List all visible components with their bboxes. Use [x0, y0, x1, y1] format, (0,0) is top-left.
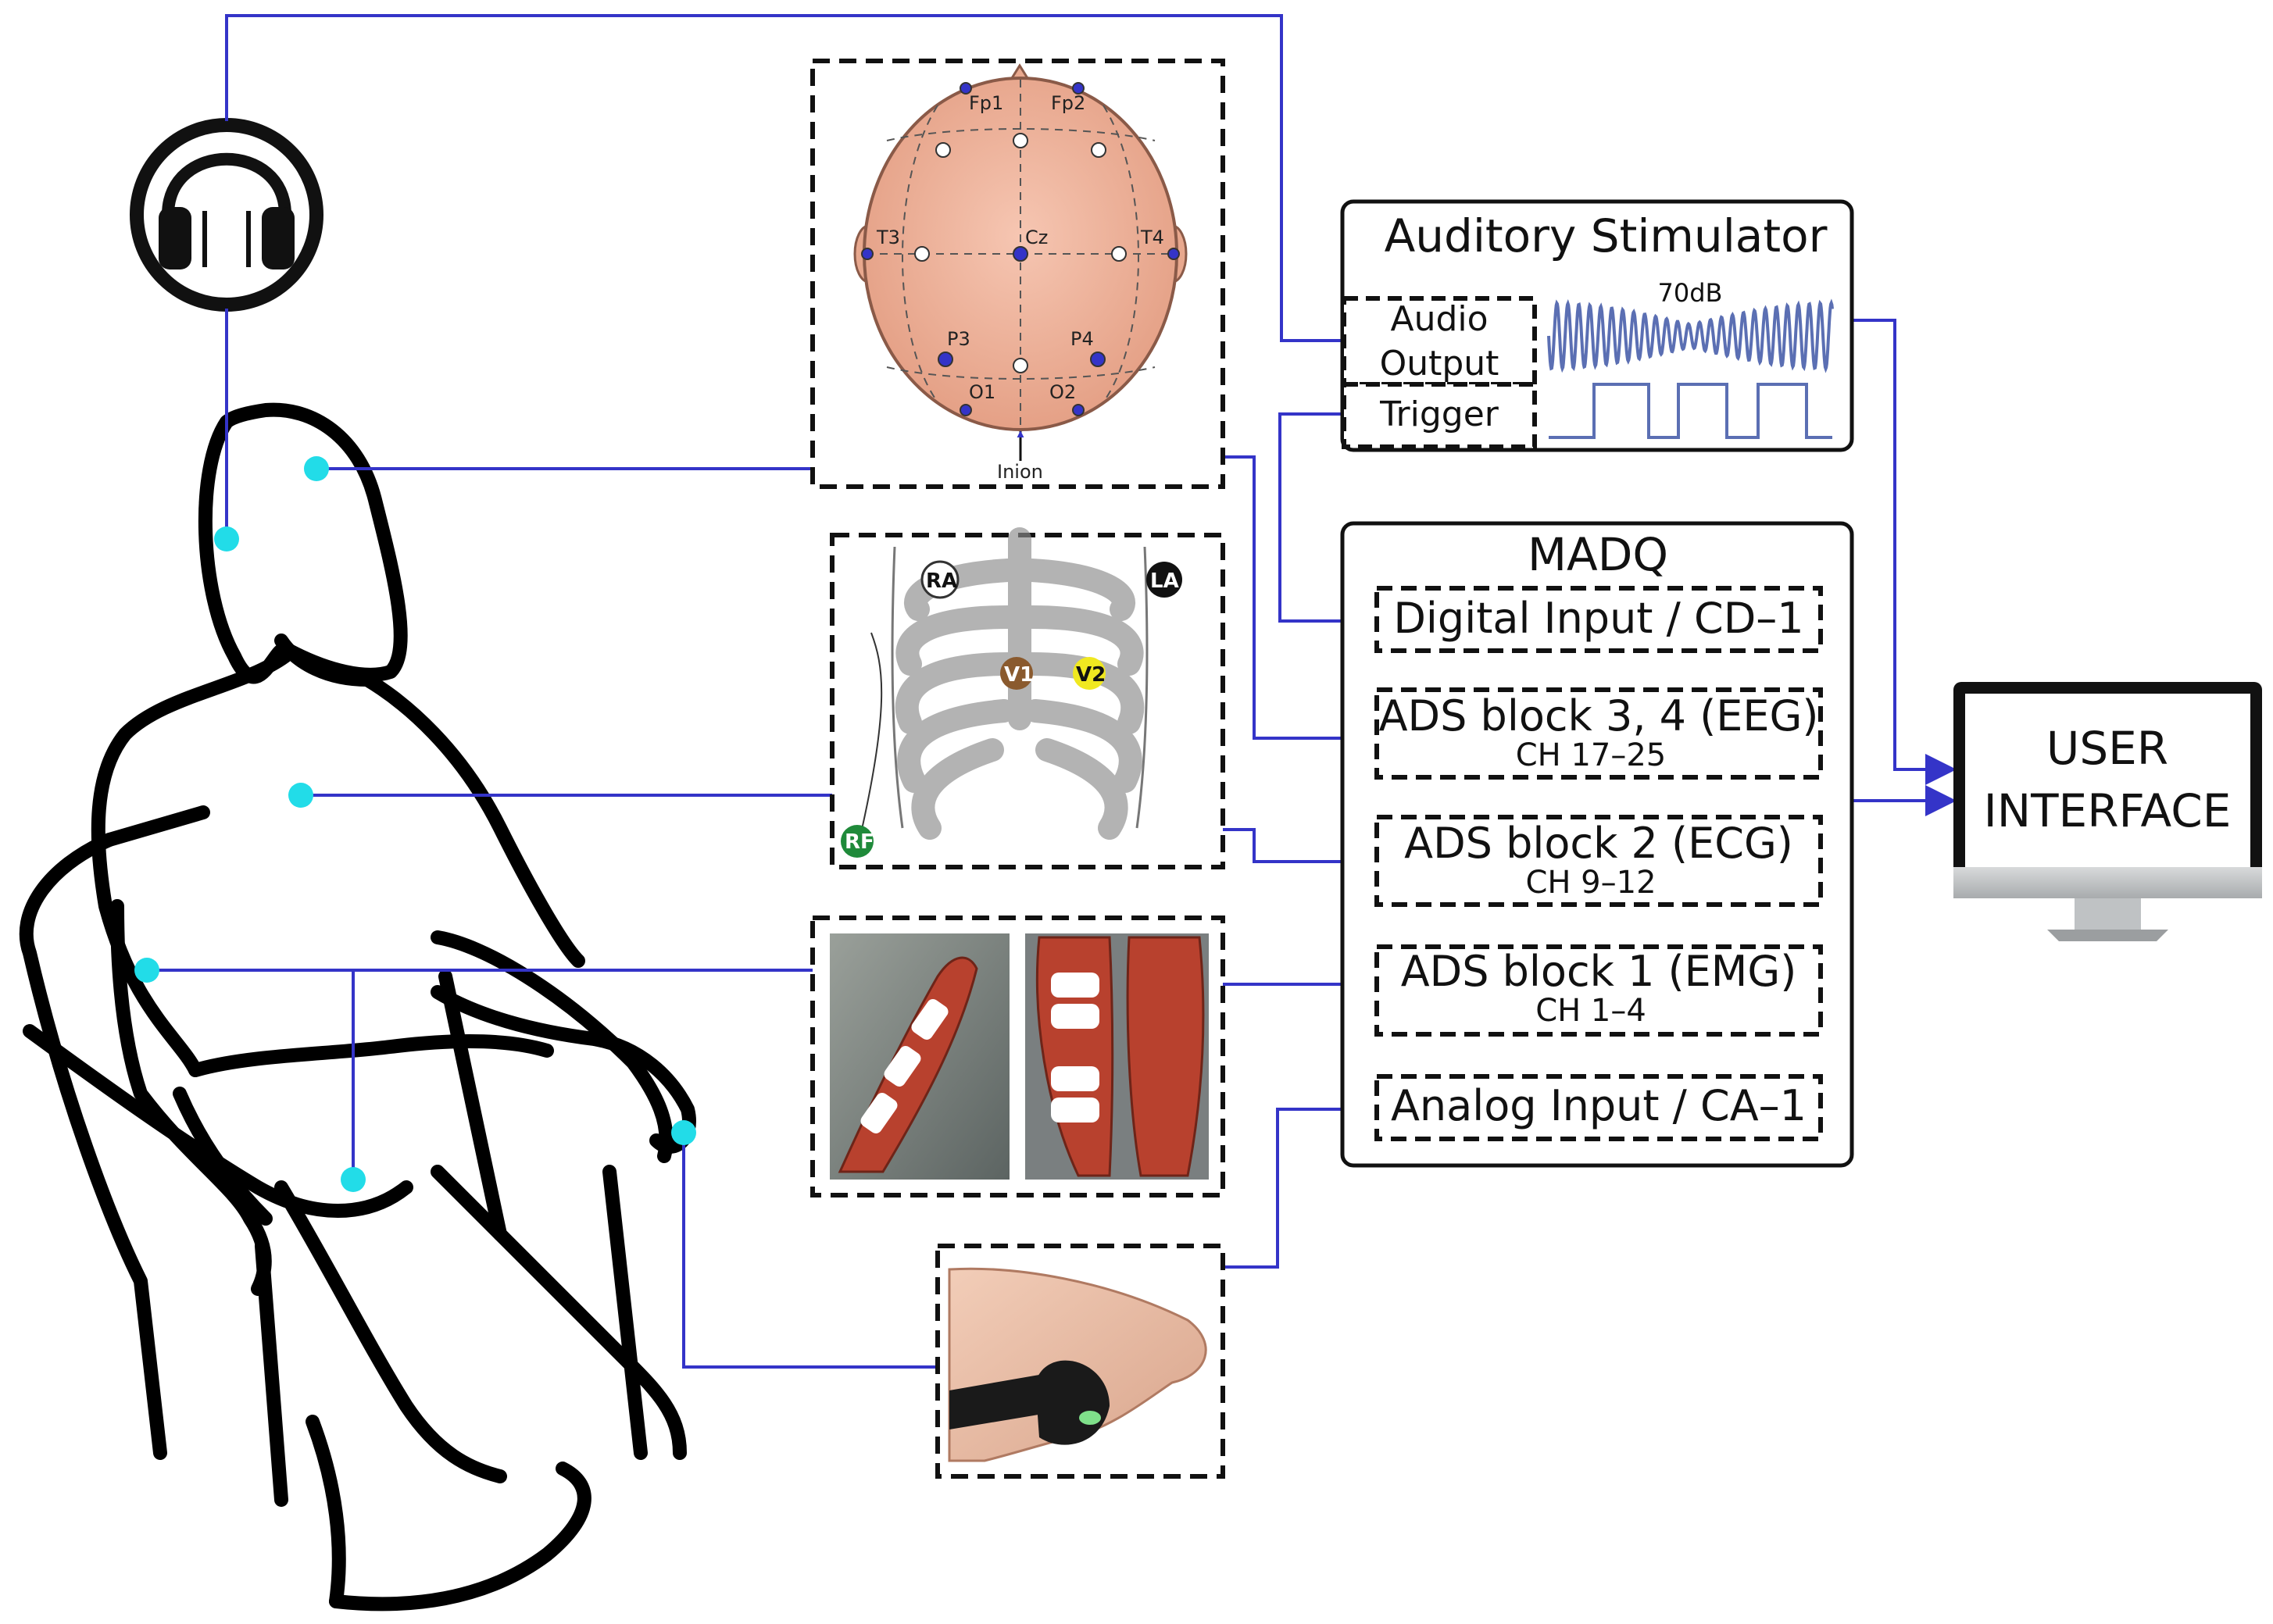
- label-fp2: Fp2: [1051, 92, 1085, 114]
- label-p4: P4: [1070, 328, 1094, 350]
- sensor-dot-head: [304, 456, 329, 481]
- electrode-pz: [1013, 358, 1028, 373]
- label-v2: V2: [1076, 663, 1106, 687]
- electrode-o2: [1072, 404, 1085, 416]
- sensor-dot-finger: [671, 1120, 696, 1145]
- trigger-pulse-train: [1549, 383, 1832, 439]
- lead-ra: [920, 560, 960, 599]
- eeg-electrode-panel: Fp1 Fp2 T3 Cz T4 P3 P4 O1 O2 Inion: [810, 59, 1225, 489]
- label-o1: O1: [969, 381, 995, 403]
- electrode-fp2: [1072, 82, 1085, 95]
- electrode-p4: [1090, 352, 1106, 367]
- digital-input-label: Digital Input / CD–1: [1393, 594, 1803, 643]
- emg-electrode-panel: [810, 916, 1225, 1197]
- electrode-f4: [1091, 142, 1106, 158]
- emg-block-label: ADS block 1 (EMG): [1401, 947, 1797, 996]
- eeg-block-label: ADS block 3, 4 (EEG): [1379, 691, 1819, 741]
- sensor-dot-ear: [214, 526, 239, 551]
- analog-input-label: Analog Input / CA–1: [1391, 1081, 1807, 1130]
- label-fp1: Fp1: [969, 92, 1003, 114]
- label-v1: V1: [1004, 663, 1034, 687]
- madq-title: MADQ: [1528, 528, 1668, 581]
- stimulator-title: Auditory Stimulator: [1385, 209, 1828, 262]
- seated-person-figure: [19, 402, 696, 1612]
- label-o2: O2: [1049, 381, 1076, 403]
- label-inion: Inion: [997, 461, 1043, 483]
- ui-label-line1: USER: [2046, 722, 2168, 775]
- electrode-p3: [938, 352, 953, 367]
- audio-waveform: [1547, 298, 1834, 373]
- lead-la: [1146, 562, 1182, 598]
- audio-output-label-line1: Audio: [1390, 299, 1488, 339]
- ui-label-line2: INTERFACE: [1984, 784, 2232, 837]
- electrode-cz: [1013, 246, 1028, 262]
- ecg-channel-label: CH 9–12: [1525, 865, 1656, 901]
- electrode-fz: [1013, 133, 1028, 148]
- sensor-dot-arm: [134, 958, 159, 983]
- lead-v1: [1000, 657, 1033, 690]
- headphones-icon: [130, 118, 323, 312]
- electrode-f3: [935, 142, 951, 158]
- emg-channel-label: CH 1–4: [1535, 993, 1646, 1029]
- audio-output-label-line2: Output: [1380, 344, 1499, 384]
- ecg-electrode-panel: RA LA V1 V2 RF: [830, 527, 1225, 869]
- label-rf: RF: [845, 830, 874, 854]
- lead-v2: [1073, 657, 1106, 690]
- label-p3: P3: [947, 328, 970, 350]
- label-la: LA: [1150, 569, 1179, 593]
- electrode-fp1: [960, 82, 972, 95]
- electrode-c3: [914, 246, 930, 262]
- lead-rf: [841, 825, 874, 858]
- finger-sensor-panel: [935, 1244, 1225, 1479]
- label-ra: RA: [926, 569, 957, 593]
- electrode-t4: [1167, 248, 1180, 260]
- electrode-t3: [861, 248, 874, 260]
- auditory-stimulator-block: Auditory Stimulator Audio Output Trigger…: [1340, 199, 1854, 452]
- label-cz: Cz: [1025, 227, 1048, 248]
- label-t3: T3: [876, 227, 900, 248]
- sensor-dot-thigh: [341, 1167, 366, 1192]
- label-t4: T4: [1140, 227, 1164, 248]
- level-label: 70dB: [1658, 278, 1723, 308]
- eeg-channel-label: CH 17–25: [1516, 737, 1667, 773]
- madq-block: MADQ Digital Input / CD–1 ADS block 3, 4…: [1340, 521, 1854, 1168]
- electrode-o1: [960, 404, 972, 416]
- ecg-block-label: ADS block 2 (ECG): [1404, 819, 1793, 868]
- electrode-c4: [1111, 246, 1127, 262]
- sensor-dot-chest: [288, 783, 313, 808]
- connection-wires: [147, 14, 1957, 1369]
- trigger-label: Trigger: [1379, 394, 1499, 434]
- sensor-dots: [134, 456, 696, 1192]
- monitor-icon: USER INTERFACE: [1953, 682, 2262, 941]
